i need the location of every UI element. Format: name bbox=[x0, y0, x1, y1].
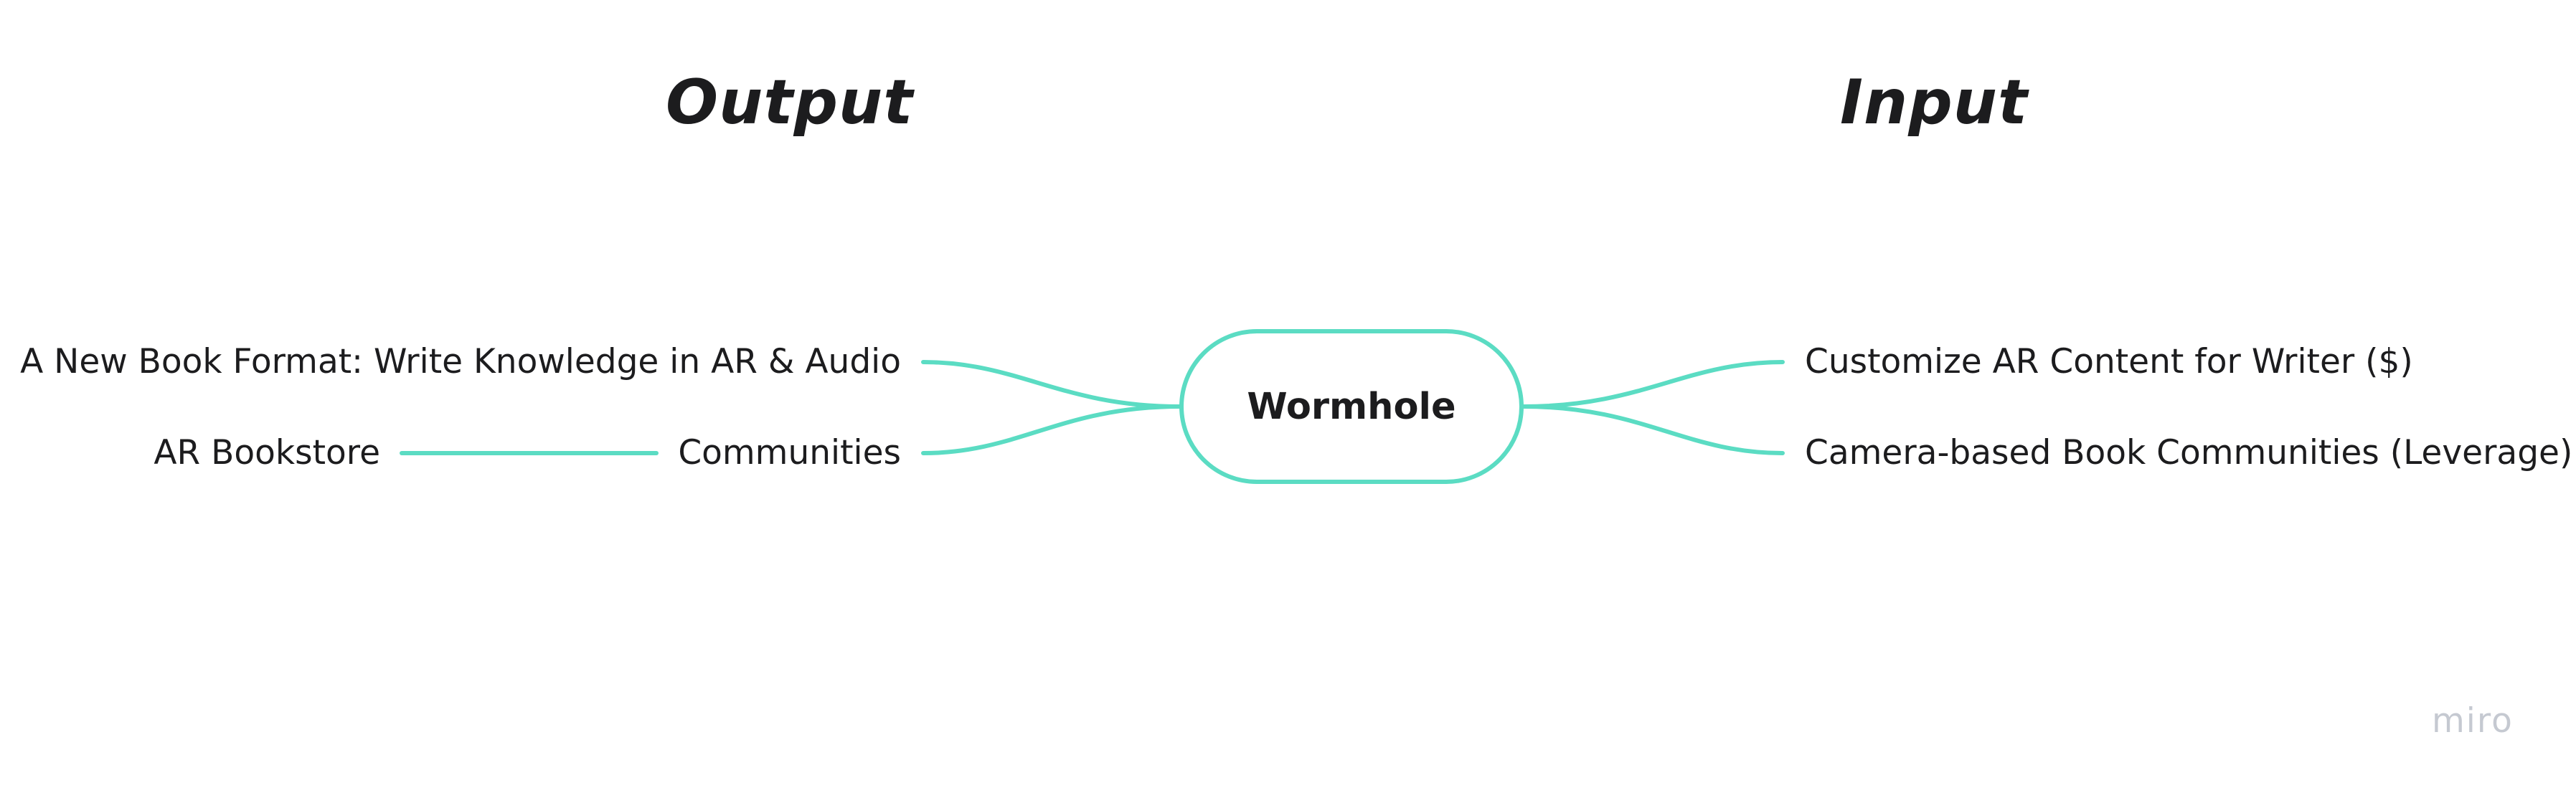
node-new-book-format[interactable]: A New Book Format: Write Knowledge in AR… bbox=[20, 342, 901, 381]
node-ar-bookstore[interactable]: AR Bookstore bbox=[154, 433, 380, 472]
output-heading: Output bbox=[666, 67, 914, 138]
node-camera-based-communities[interactable]: Camera-based Book Communities (Leverage) bbox=[1805, 433, 2573, 472]
node-communities[interactable]: Communities bbox=[678, 433, 901, 472]
node-customize-ar-content[interactable]: Customize AR Content for Writer ($) bbox=[1805, 342, 2413, 381]
connector-root-to-new-book-format bbox=[921, 360, 1181, 409]
root-node[interactable]: Wormhole bbox=[1179, 329, 1524, 484]
root-node-label: Wormhole bbox=[1247, 385, 1456, 428]
input-heading: Input bbox=[1840, 67, 2029, 138]
connector-root-to-customize-ar-content bbox=[1521, 360, 1785, 409]
connector-root-to-camera-based-communities bbox=[1521, 404, 1785, 455]
connector-root-to-communities bbox=[921, 404, 1181, 455]
miro-logo: miro bbox=[2432, 701, 2514, 741]
